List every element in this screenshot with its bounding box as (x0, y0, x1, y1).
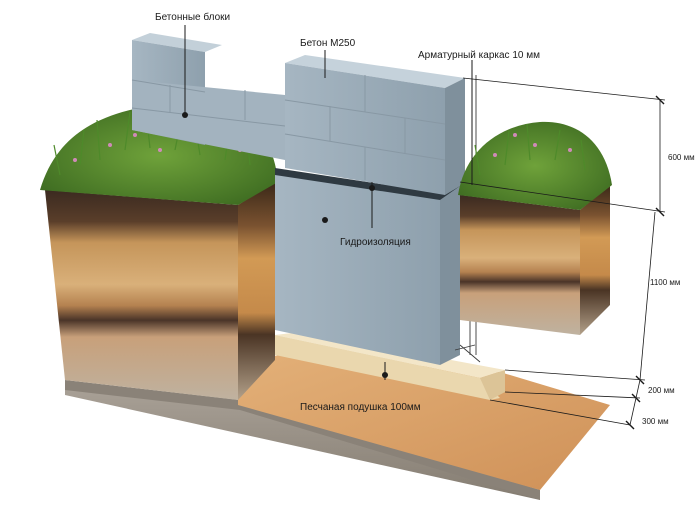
label-concrete-grade: Бетон М250 (300, 38, 356, 49)
label-sand-cushion: Песчаная подушка 100мм (300, 402, 421, 413)
ground-base-front (65, 380, 540, 500)
dimension-ticks (625, 95, 665, 430)
concrete-wall-side (440, 182, 460, 365)
waterproofing-strip (275, 168, 460, 200)
dimension-200: 200 мм (648, 386, 675, 395)
right-grass-blades (474, 123, 586, 176)
dimension-300: 300 мм (642, 417, 669, 426)
right-soil-side (580, 185, 610, 335)
label-waterproofing: Гидроизоляция (340, 237, 411, 248)
sand-cushion-top (275, 332, 505, 378)
block-right-top (285, 55, 465, 88)
dimension-lines (459, 77, 666, 426)
right-flowers (493, 133, 572, 157)
left-soil-front (45, 190, 238, 400)
dimension-600: 600 мм (668, 153, 695, 162)
block-right-front (285, 63, 445, 195)
left-soil-side (238, 182, 275, 400)
label-rebar-cage: Арматурный каркас 10 мм (418, 50, 540, 61)
sand-cushion-side (480, 370, 505, 400)
concrete-blocks (131, 33, 465, 195)
leader-dots (182, 112, 388, 378)
concrete-wall-front (275, 170, 440, 365)
right-soil-front (460, 195, 580, 335)
label-concrete-blocks: Бетонные блоки (155, 11, 230, 23)
sand-cushion-front (275, 335, 500, 400)
dimension-1100: 1100 мм (650, 278, 680, 287)
block-right-side (445, 78, 465, 195)
right-grass (458, 121, 612, 210)
block-left-top (132, 33, 222, 52)
ground-base (65, 385, 610, 500)
sand-floor (238, 355, 610, 490)
